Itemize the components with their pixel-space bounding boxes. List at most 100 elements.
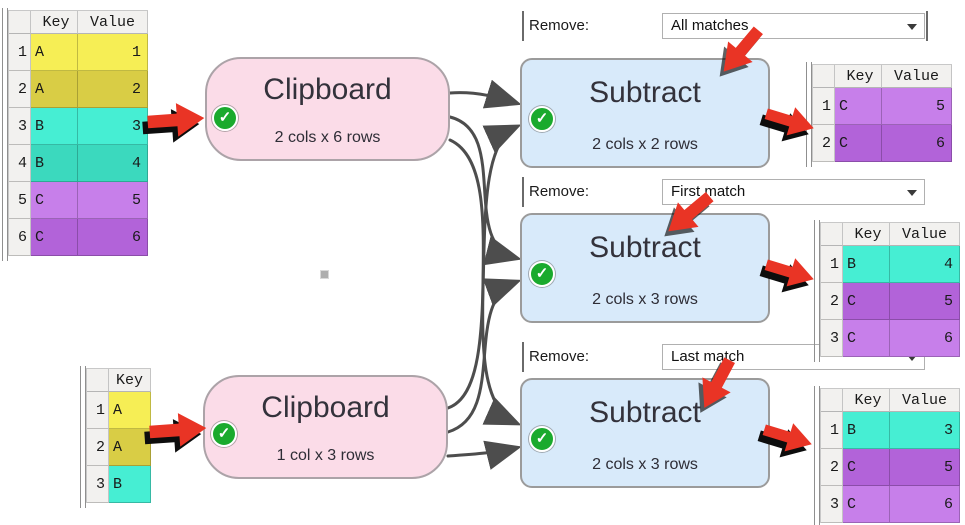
flow-arrow-icon: [719, 26, 763, 77]
value-cell: 6: [890, 320, 960, 357]
row-number: 3: [87, 466, 109, 503]
table-row: 3 C 6: [821, 486, 960, 523]
node-subtract-1[interactable]: ✓ Subtract 2 cols x 2 rows: [520, 58, 770, 168]
value-cell: 4: [78, 145, 148, 182]
flow-arrow-icon: [698, 357, 735, 413]
table-row: 3 B 3: [9, 108, 148, 145]
flow-arrow-icon: [757, 423, 812, 458]
value-cell: 4: [890, 246, 960, 283]
row-number: 2: [821, 283, 843, 320]
column-header: Value: [890, 223, 960, 246]
table-row: 3 B: [87, 466, 151, 503]
remove-mode-select-all-matches[interactable]: All matches: [662, 13, 925, 39]
node-subtitle: 2 cols x 2 rows: [592, 136, 698, 153]
canvas-anchor-dot: [320, 270, 329, 279]
column-header: Value: [882, 65, 952, 88]
key-cell: B: [31, 145, 78, 182]
table-edge: [80, 366, 86, 508]
key-cell: C: [835, 88, 882, 125]
row-number: 2: [9, 71, 31, 108]
value-cell: 2: [78, 71, 148, 108]
key-cell: A: [31, 71, 78, 108]
panel-separator: [522, 342, 524, 372]
table-row: 4 B 4: [9, 145, 148, 182]
value-cell: 6: [882, 125, 952, 162]
table-row: 1 C 5: [813, 88, 952, 125]
flow-arrow-icon: [144, 413, 207, 453]
flow-arrow-icon: [759, 258, 814, 293]
node-clipboard-2[interactable]: ✓ Clipboard 1 col x 3 rows: [203, 375, 448, 479]
chevron-down-icon[interactable]: [907, 24, 917, 30]
corner-cell: [821, 223, 843, 246]
key-cell: C: [31, 182, 78, 219]
value-cell: 5: [890, 283, 960, 320]
key-cell: C: [843, 449, 890, 486]
table-edge: [2, 8, 8, 261]
result-table-first-match: Key Value 1 B 4 2 C 5 3 C 6: [814, 220, 960, 362]
column-header: Key: [843, 223, 890, 246]
value-cell: 1: [78, 34, 148, 71]
remove-option-row-2: Remove: First match: [520, 177, 932, 209]
node-title: Clipboard: [261, 391, 390, 424]
panel-separator: [522, 11, 524, 41]
key-cell: B: [109, 466, 151, 503]
row-number: 5: [9, 182, 31, 219]
row-number: 2: [821, 449, 843, 486]
node-title: Subtract: [589, 396, 701, 429]
remove-label: Remove:: [529, 348, 590, 365]
panel-separator: [522, 177, 524, 207]
row-number: 1: [813, 88, 835, 125]
node-subtract-2[interactable]: ✓ Subtract 2 cols x 3 rows: [520, 213, 770, 323]
flow-arrow-icon: [664, 192, 714, 237]
node-title: Clipboard: [263, 73, 392, 106]
row-number: 1: [9, 34, 31, 71]
table-row: 1 A: [87, 392, 151, 429]
key-cell: C: [31, 219, 78, 256]
input-table-1col-3rows: Key 1 A 2 A 3 B: [80, 366, 151, 508]
corner-cell: [87, 369, 109, 392]
input-table-2col-6rows: Key Value 1 A 1 2 A 2 3 B 3 4 B 4 5 C 5: [2, 8, 148, 261]
column-header: Key: [109, 369, 151, 392]
value-cell: 3: [78, 108, 148, 145]
value-cell: 6: [890, 486, 960, 523]
success-check-icon: ✓: [212, 105, 238, 131]
row-number: 6: [9, 219, 31, 256]
value-cell: 6: [78, 219, 148, 256]
result-table-last-match: Key Value 1 B 3 2 C 5 3 C 6: [814, 386, 960, 525]
column-header: Key: [31, 11, 78, 34]
column-header: Key: [843, 389, 890, 412]
table-row: 6 C 6: [9, 219, 148, 256]
node-title: Subtract: [589, 76, 701, 109]
row-number: 2: [813, 125, 835, 162]
result-table-all-matches: Key Value 1 C 5 2 C 6: [806, 62, 952, 167]
success-check-icon: ✓: [529, 261, 555, 287]
table-row: 1 B 4: [821, 246, 960, 283]
remove-label: Remove:: [529, 183, 590, 200]
success-check-icon: ✓: [529, 426, 555, 452]
combo-value: All matches: [671, 17, 749, 34]
chevron-down-icon[interactable]: [907, 355, 917, 361]
table-edge: [814, 220, 820, 362]
key-cell: C: [843, 283, 890, 320]
combo-value: First match: [671, 183, 746, 200]
table-row: 2 C 5: [821, 283, 960, 320]
node-subtitle: 2 cols x 6 rows: [274, 129, 381, 146]
table-edge: [814, 386, 820, 525]
chevron-down-icon[interactable]: [907, 190, 917, 196]
table-row: 2 A: [87, 429, 151, 466]
node-subtitle: 2 cols x 3 rows: [592, 291, 698, 308]
row-number: 4: [9, 145, 31, 182]
remove-mode-select-first-match[interactable]: First match: [662, 179, 925, 205]
row-number: 2: [87, 429, 109, 466]
node-subtract-3[interactable]: ✓ Subtract 2 cols x 3 rows: [520, 378, 770, 488]
table-row: 5 C 5: [9, 182, 148, 219]
row-number: 1: [821, 412, 843, 449]
table-edge: [806, 62, 812, 167]
key-cell: B: [843, 412, 890, 449]
table-row: 2 A 2: [9, 71, 148, 108]
value-cell: 3: [890, 412, 960, 449]
key-cell: B: [843, 246, 890, 283]
key-cell: A: [109, 429, 151, 466]
node-clipboard-1[interactable]: ✓ Clipboard 2 cols x 6 rows: [205, 57, 450, 161]
